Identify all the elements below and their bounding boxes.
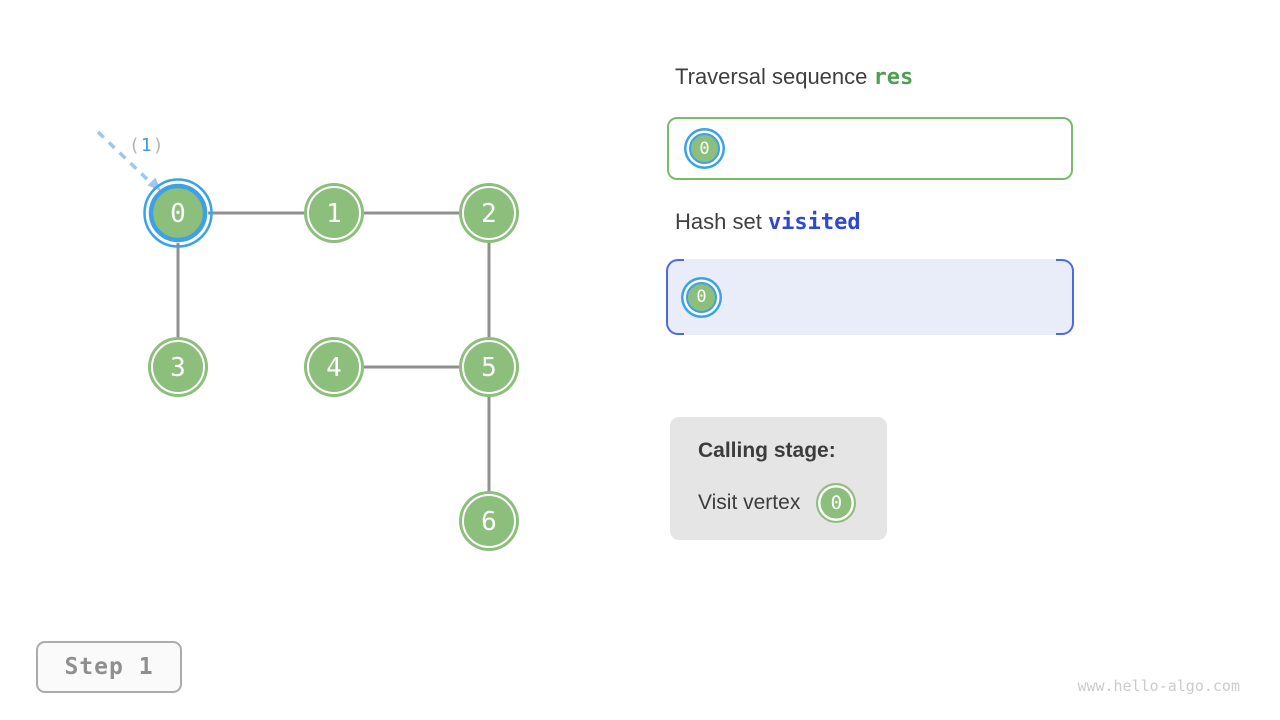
res-code-label: res (873, 65, 914, 90)
node-0-label: 0 (170, 199, 186, 229)
traversal-sequence-title: Traversal sequence res (675, 64, 913, 90)
graph-node-1: 1 (304, 183, 364, 243)
visit-vertex-label: Visit vertex (698, 491, 801, 514)
graph-node-0-active: 0 (143, 178, 213, 248)
annotation-open-paren: ( (129, 135, 141, 156)
annotation-close-paren: ) (152, 135, 165, 156)
annotation-number: 1 (140, 135, 153, 156)
node-3-label: 3 (170, 353, 186, 383)
graph-node-6: 6 (459, 491, 519, 551)
calling-stage-box: Calling stage: Visit vertex 0 (670, 417, 887, 540)
node-6-disc (459, 491, 519, 551)
hash-set-box: 0 (666, 259, 1074, 335)
graph-node-4: 4 (304, 337, 364, 397)
node-1-label: 1 (326, 199, 342, 229)
traversal-sequence-box: 0 (667, 117, 1073, 180)
visit-vertex-node: 0 (816, 483, 857, 523)
node-6-label: 6 (481, 507, 497, 537)
calling-stage-row: Visit vertex 0 (698, 483, 887, 523)
node-2-label: 2 (481, 199, 497, 229)
arrow-step-annotation: (1) (129, 135, 165, 156)
visited-item-node-0: 0 (686, 281, 717, 313)
graph-node-5: 5 (459, 337, 519, 397)
visited-code-label: visited (767, 210, 861, 235)
node-4-inner-ring (307, 340, 361, 394)
node-4-label: 4 (326, 353, 342, 383)
pointer-arrow-shaft (96, 130, 150, 182)
calling-stage-title: Calling stage: (698, 439, 836, 462)
graph-node-3: 3 (148, 337, 208, 397)
step-indicator: Step 1 (36, 641, 182, 693)
watermark-url: www.hello-algo.com (1077, 677, 1240, 695)
graph-diagram: 0 1 2 3 4 5 (96, 130, 519, 551)
node-3-inner-ring (151, 340, 205, 394)
node-0-outer-ring (143, 178, 213, 248)
node-3-disc (148, 337, 208, 397)
node-4-disc (304, 337, 364, 397)
node-1-disc (304, 183, 364, 243)
graph-edges (176, 211, 491, 491)
node-2-inner-ring (462, 186, 516, 240)
node-0-disc (148, 183, 208, 243)
res-item-node-0: 0 (689, 133, 720, 164)
node-5-inner-ring (462, 340, 516, 394)
node-6-inner-ring (462, 494, 516, 548)
graph-node-2: 2 (459, 183, 519, 243)
hash-set-title: Hash set visited (675, 209, 861, 235)
node-5-disc (459, 337, 519, 397)
node-1-inner-ring (307, 186, 361, 240)
node-5-label: 5 (481, 353, 497, 383)
node-2-disc (459, 183, 519, 243)
traversal-title-text: Traversal sequence (675, 64, 874, 89)
hash-set-title-text: Hash set (675, 209, 768, 234)
